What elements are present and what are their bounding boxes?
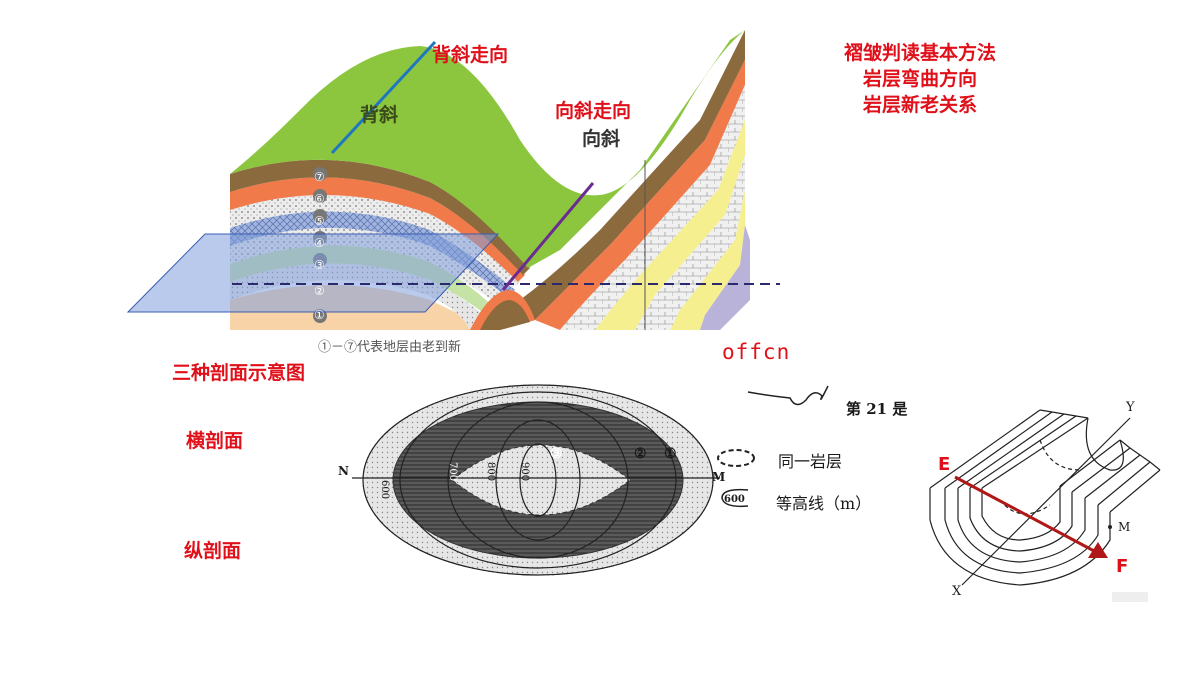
question-reference: 第 21 是 [846,400,908,418]
three-sections-label: 三种剖面示意图 [172,362,306,384]
layer-6: ⑥ [314,192,325,206]
layer-2: ② [314,284,325,298]
legend-same-layer-symbol [717,449,755,467]
layer-5: ⑤ [314,214,325,228]
title-line-3: 岩层新老关系 [862,94,977,116]
layer-3: ③ [314,258,325,272]
layer-marker-3: ③ [550,446,563,462]
title-line-1: 褶皱判读基本方法 [843,42,996,64]
layer-7: ⑦ [314,170,325,184]
map-label-m: M [712,470,726,484]
watermark: offcn [722,340,791,364]
trough-label-e: E [938,454,951,475]
trough-shape [929,409,1161,586]
trough-label-x: X [952,584,962,599]
point-m [1108,525,1112,529]
syncline-strike-line [501,182,595,291]
layer-4: ④ [314,236,325,250]
trough-label-m: M [1118,520,1131,534]
longitudinal-section-label: 纵剖面 [184,540,242,562]
layer-1: ① [314,308,325,322]
horizontal-section-plane [126,233,500,313]
layer-numbers: ⑦ ⑥ ⑤ ④ ③ [314,166,325,276]
trough-label-y: Y [1126,400,1135,415]
legend-contour-sample: 600 [724,494,745,505]
map-layers [352,384,720,576]
layer-marker-1: ① [664,446,677,462]
title-block: 褶皱判读基本方法 岩层弯曲方向 岩层新老关系 [800,40,1040,118]
anticline-strike-line [330,40,437,155]
trough-label-f: F [1116,556,1129,577]
layer-marker-2: ② [634,446,647,462]
syncline-label: 向斜 [582,128,621,150]
title-line-2: 岩层弯曲方向 [862,68,977,90]
syncline-strike-label: 向斜走向 [555,100,632,122]
legend-contour-symbol [721,488,749,508]
ef-arrow-head [1088,542,1108,558]
anticline-strike-label: 背斜走向 [432,44,509,66]
legend-contour-label: 等高线（m） [776,494,872,513]
cross-section-label: 横剖面 [186,430,244,452]
scribble-mark [747,385,829,406]
anticline-label: 背斜 [360,104,399,126]
legend-caption: ①－⑦代表地层由老到新 [318,340,462,355]
legend-same-layer-label: 同一岩层 [778,452,843,471]
map-label-n: N [338,464,349,478]
ef-arrow [954,475,1097,554]
